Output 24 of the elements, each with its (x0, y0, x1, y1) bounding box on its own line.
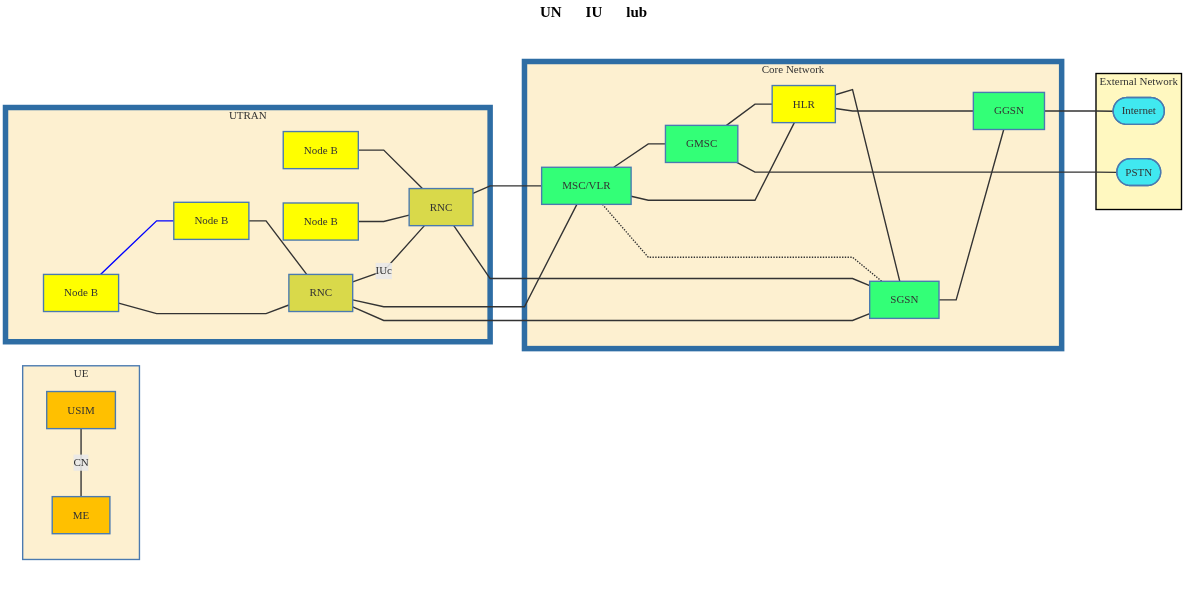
node-box: Node B (282, 201, 359, 241)
connector (80, 427, 82, 497)
interface-label: lub (626, 4, 648, 21)
edge-label: CN (73, 455, 89, 468)
node-box: Node B (282, 130, 359, 169)
interface-label: IU (585, 4, 603, 21)
connector (248, 219, 308, 275)
node-box: Node B (173, 201, 250, 240)
connector (725, 102, 773, 126)
node-box: Node B (42, 273, 120, 312)
node-box: GMSC (664, 124, 739, 163)
node-box: GGSN (972, 91, 1046, 130)
node-box: RNC (288, 273, 354, 312)
node-box: USIM (46, 390, 117, 429)
connector (352, 203, 578, 307)
edge-label: IUc (375, 264, 392, 276)
node-box: RNC (408, 187, 474, 226)
connector (352, 224, 426, 283)
interface-label: UN (539, 4, 562, 21)
node-box: SGSN (869, 280, 940, 319)
node-box: HLR (771, 84, 837, 123)
node-box: ME (51, 495, 111, 534)
connector (601, 203, 883, 282)
node-box: MSC/VLR (540, 166, 632, 205)
